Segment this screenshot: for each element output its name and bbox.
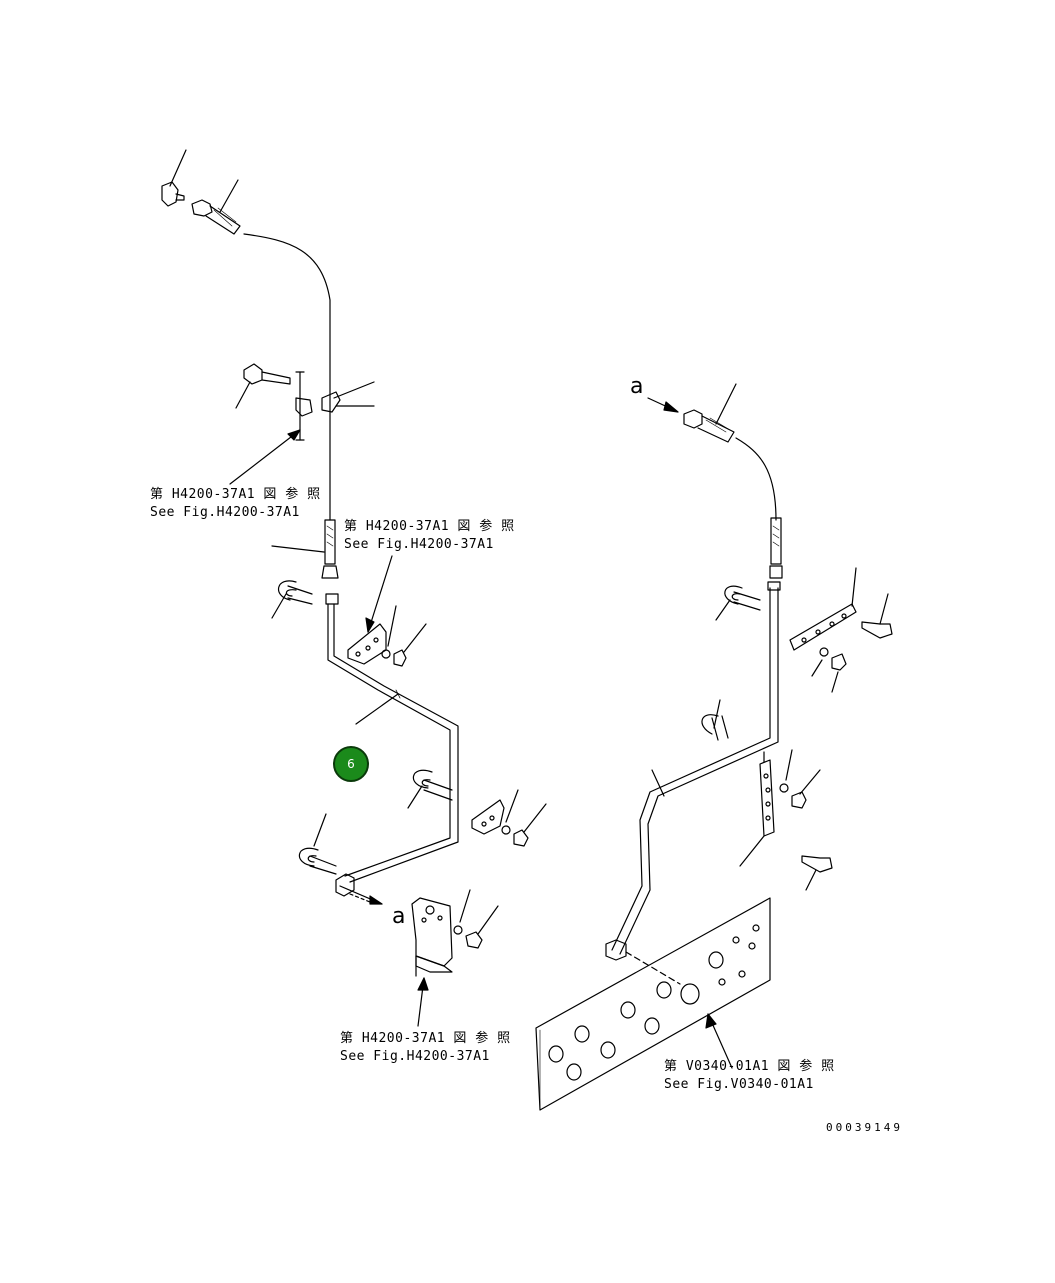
reference-note-h4200-lower: 第 H4200-37A1 図 参 照 See Fig.H4200-37A1 <box>340 1030 511 1066</box>
clamp-left <box>295 371 375 441</box>
hose-end-left <box>271 519 339 579</box>
pipe-elbow-fitting-left <box>335 873 383 905</box>
reference-note-en: See Fig.V0340-01A1 <box>664 1077 814 1092</box>
u-bolt-upper-left <box>271 580 313 619</box>
reference-note-jp: 第 H4200-37A1 図 参 照 <box>150 487 321 502</box>
reference-note-jp: 第 V0340-01A1 図 参 照 <box>664 1059 835 1074</box>
reference-note-jp: 第 H4200-37A1 図 参 照 <box>340 1031 511 1046</box>
hose-fitting-top <box>191 179 241 235</box>
bolt-left <box>235 363 291 409</box>
reference-note-en: See Fig.H4200-37A1 <box>340 1049 490 1064</box>
panel-fitting-right <box>605 939 681 985</box>
flexible-hose-left <box>243 233 331 521</box>
reference-note-en: See Fig.H4200-37A1 <box>344 537 494 552</box>
reference-note-jp: 第 H4200-37A1 図 参 照 <box>344 519 515 534</box>
steel-pipe-right <box>611 581 781 955</box>
drawing-number: 00039149 <box>826 1121 903 1134</box>
u-bolt-middle-left <box>407 769 453 809</box>
hose-fitting-right <box>683 383 737 443</box>
bracket-middle-left <box>471 789 547 847</box>
steel-pipe-left <box>325 593 459 883</box>
u-bolt-upper-right <box>715 585 761 621</box>
reference-note-v0340: 第 V0340-01A1 図 参 照 See Fig.V0340-01A1 <box>664 1058 835 1094</box>
clamp-plate-upper-right <box>789 567 893 693</box>
part-callout-button[interactable]: 6 <box>333 746 369 782</box>
clamp-plate-middle-right <box>739 749 833 891</box>
reference-note-h4200-upper: 第 H4200-37A1 図 参 照 See Fig.H4200-37A1 <box>150 486 321 522</box>
u-bolt-lower-left <box>298 813 337 875</box>
view-marker-a-right: a <box>630 374 644 399</box>
reference-note-h4200-bracket: 第 H4200-37A1 図 参 照 See Fig.H4200-37A1 <box>344 518 515 554</box>
mounting-bracket-lower-left <box>411 889 499 1027</box>
leader-arrow-ref-1 <box>229 429 301 485</box>
hose-end-right <box>769 517 783 579</box>
connector-panel <box>535 897 771 1111</box>
flexible-hose-right <box>735 437 777 521</box>
bracket-upper-left <box>347 555 427 667</box>
u-bolt-middle-right <box>701 699 729 741</box>
reference-note-en: See Fig.H4200-37A1 <box>150 505 300 520</box>
sensor-connector-top <box>161 149 187 207</box>
view-marker-a-left: a <box>392 904 406 929</box>
view-a-arrow-right <box>647 397 679 413</box>
